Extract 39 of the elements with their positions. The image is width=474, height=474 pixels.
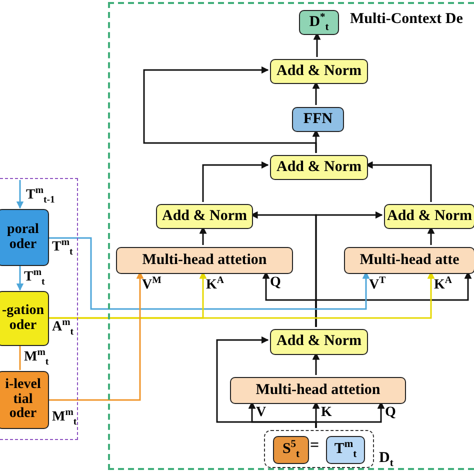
variable-label: V	[256, 406, 266, 420]
arrow	[199, 226, 207, 245]
arrow	[312, 352, 320, 375]
arrow	[16, 265, 24, 291]
arrow	[48, 271, 435, 319]
arrow	[427, 226, 435, 245]
arrow	[216, 336, 317, 428]
ffn-box: FFN	[292, 107, 344, 132]
add-norm-box: Add & Norm	[270, 329, 368, 355]
encoder-box: -gation oder	[0, 291, 49, 346]
add-norm-box: Add & Norm	[270, 155, 368, 180]
attention-box: Multi-head attetion	[116, 247, 293, 274]
add-norm-box: Add & Norm	[384, 204, 474, 229]
arrow	[202, 161, 269, 202]
arrow	[16, 180, 24, 209]
encoder-box: i-level tial oder	[0, 371, 49, 429]
decoder-frame	[108, 2, 474, 470]
add-norm-box: Add & Norm	[156, 204, 253, 229]
variable-label: K	[321, 406, 332, 420]
group-label: D$_{t}$	[379, 451, 394, 470]
arrow	[143, 66, 317, 153]
dashed-group-frame	[0, 178, 78, 440]
encoder-box: poral oder	[0, 209, 49, 266]
variable-label: V$^{M}$	[142, 276, 162, 293]
attention-box: Multi-head atte	[344, 247, 474, 274]
arrow	[313, 32, 321, 57]
arrow	[48, 237, 370, 310]
arrow	[48, 271, 144, 401]
arrow	[315, 271, 472, 327]
variable-label: Q	[270, 276, 281, 290]
equals-sign: =	[310, 438, 320, 454]
variable-label: K$^{A}$	[434, 276, 452, 293]
variable-label: V$^{T}$	[369, 276, 386, 293]
add-norm-box: Add & Norm	[270, 59, 368, 84]
variable-label: K$^{A}$	[206, 276, 224, 293]
variable-label: Q	[385, 406, 396, 420]
arrow	[312, 81, 320, 105]
attention-box: Multi-head attetion	[230, 377, 406, 404]
decoder-title: Multi-Context De	[350, 12, 463, 27]
